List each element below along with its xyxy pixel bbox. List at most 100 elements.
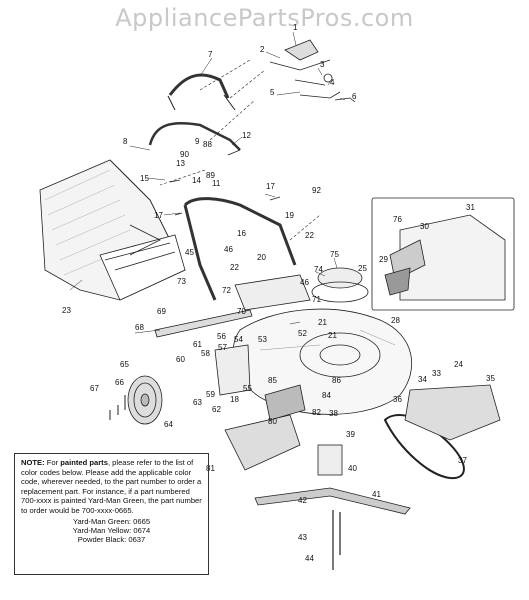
callout-3: 3 xyxy=(320,60,325,69)
operator-bail xyxy=(148,121,241,151)
note-text-1: For xyxy=(44,458,61,467)
callout-34: 34 xyxy=(418,375,427,384)
callout-69: 69 xyxy=(157,307,166,316)
callout-89: 89 xyxy=(206,171,215,180)
callout-62: 62 xyxy=(212,405,221,414)
note-text-2: , please refer to the list of color code… xyxy=(21,458,202,515)
callout-20: 20 xyxy=(257,253,266,262)
callout-45: 45 xyxy=(185,248,194,257)
callout-19: 19 xyxy=(285,211,294,220)
callout-64: 64 xyxy=(164,420,173,429)
callout-67: 67 xyxy=(90,384,99,393)
callout-22b: 22 xyxy=(305,231,314,240)
callout-52: 52 xyxy=(298,329,307,338)
callout-68: 68 xyxy=(135,323,144,332)
callout-82: 82 xyxy=(312,408,321,417)
callout-46b: 46 xyxy=(300,278,309,287)
callout-11: 11 xyxy=(212,179,221,188)
blade xyxy=(254,487,411,515)
callout-2: 2 xyxy=(260,45,265,54)
lower-handle xyxy=(183,197,297,301)
color-code-item: Powder Black: 0637 xyxy=(77,535,146,545)
callout-15: 15 xyxy=(140,174,149,183)
callout-38: 38 xyxy=(329,409,338,418)
callout-39: 39 xyxy=(346,430,355,439)
callout-labels: 1 2 3 4 5 6 7 8 9 11 12 13 14 15 16 17 1… xyxy=(62,23,495,563)
mower-deck xyxy=(232,308,413,415)
callout-6: 6 xyxy=(352,92,357,101)
callout-60: 60 xyxy=(176,355,185,364)
callout-8: 8 xyxy=(123,137,128,146)
callout-4: 4 xyxy=(330,78,335,87)
inset-detail-box xyxy=(371,197,515,311)
callout-24: 24 xyxy=(454,360,463,369)
callout-29: 29 xyxy=(379,255,388,264)
callout-35: 35 xyxy=(486,374,495,383)
color-codes-list: Yard-Man Green: 0665 Yard-Man Yellow: 06… xyxy=(21,517,202,545)
callout-63: 63 xyxy=(193,398,202,407)
color-code-item: Yard-Man Green: 0665 xyxy=(72,516,151,526)
callout-12: 12 xyxy=(242,131,251,140)
callout-9: 9 xyxy=(195,137,200,146)
callout-16: 16 xyxy=(237,229,246,238)
upper-handle xyxy=(168,73,230,99)
note-emphasis: painted parts xyxy=(60,458,108,467)
callout-14: 14 xyxy=(192,176,201,185)
callout-41: 41 xyxy=(372,490,381,499)
painted-parts-note: NOTE: For painted parts, please refer to… xyxy=(14,453,209,575)
side-discharge-chute xyxy=(224,414,301,471)
rear-wheel xyxy=(127,375,163,425)
callout-22a: 22 xyxy=(230,263,239,272)
callout-86: 86 xyxy=(332,376,341,385)
callout-31: 31 xyxy=(466,203,475,212)
callout-21b: 21 xyxy=(328,331,337,340)
callout-33: 33 xyxy=(432,369,441,378)
callout-37: 37 xyxy=(458,456,467,465)
callout-23: 23 xyxy=(62,306,71,315)
callout-55: 55 xyxy=(243,384,252,393)
engine-cap xyxy=(317,267,363,289)
callout-84: 84 xyxy=(322,391,331,400)
transmission xyxy=(404,384,501,441)
callout-21a: 21 xyxy=(318,318,327,327)
note-lead: NOTE: xyxy=(21,458,45,467)
callout-80: 80 xyxy=(268,417,277,426)
callout-92: 92 xyxy=(312,186,321,195)
callout-28: 28 xyxy=(391,316,400,325)
callout-71: 71 xyxy=(312,295,321,304)
callout-70: 70 xyxy=(237,307,246,316)
callout-57: 57 xyxy=(218,343,227,352)
callout-43: 43 xyxy=(298,533,307,542)
callout-46a: 46 xyxy=(224,245,233,254)
callout-17a: 17 xyxy=(154,211,163,220)
height-adjuster xyxy=(214,344,251,396)
callout-36: 36 xyxy=(393,395,402,404)
callout-72: 72 xyxy=(222,286,231,295)
callout-42: 42 xyxy=(298,496,307,505)
callout-56: 56 xyxy=(217,332,226,341)
callout-40: 40 xyxy=(348,464,357,473)
callout-1: 1 xyxy=(293,23,298,32)
callout-75: 75 xyxy=(330,250,339,259)
callout-54: 54 xyxy=(234,335,243,344)
note-body: NOTE: For painted parts, please refer to… xyxy=(21,458,202,516)
watermark: AppliancePartsPros.com xyxy=(115,4,414,32)
rear-rod xyxy=(154,309,253,338)
callout-53: 53 xyxy=(258,335,267,344)
callout-18: 18 xyxy=(230,395,239,404)
color-code-item: Yard-Man Yellow: 0674 xyxy=(72,525,151,535)
grass-catcher-bag xyxy=(39,159,186,301)
callout-66: 66 xyxy=(115,378,124,387)
callout-58: 58 xyxy=(201,349,210,358)
rear-deflector xyxy=(234,274,311,311)
callout-90: 90 xyxy=(180,150,189,159)
blade-adapter xyxy=(317,444,343,476)
callout-25: 25 xyxy=(358,264,367,273)
callout-59: 59 xyxy=(206,390,215,399)
callout-44: 44 xyxy=(305,554,314,563)
callout-17b: 17 xyxy=(266,182,275,191)
callout-88: 88 xyxy=(203,140,212,149)
callout-73: 73 xyxy=(177,277,186,286)
callout-7: 7 xyxy=(208,50,213,59)
